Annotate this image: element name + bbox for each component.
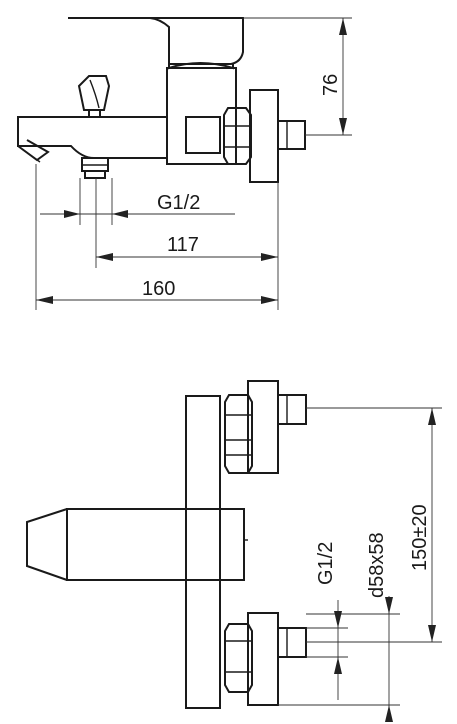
arrow — [64, 210, 80, 218]
arrow — [428, 625, 436, 642]
dim-label-160: 160 — [142, 278, 175, 300]
side-spout-end — [26, 508, 68, 581]
arrow — [385, 597, 393, 614]
dim-label-g12: G1/2 — [157, 192, 200, 214]
arrow — [334, 657, 342, 674]
upper-inlet-stub — [277, 394, 307, 425]
arrow — [428, 408, 436, 425]
side-view-dimensions: 150±20 d58x58 G1/2 — [278, 407, 442, 722]
dim-label-150: 150±20 — [409, 504, 431, 571]
arrow — [96, 253, 113, 261]
dim-label-g12-side: G1/2 — [315, 542, 337, 585]
shower-outlet-thread — [84, 170, 106, 179]
faucet-side-view — [26, 380, 307, 709]
upper-flange — [247, 380, 279, 474]
dim-label-d58x58: d58x58 — [366, 532, 388, 598]
front-view-dimensions: G1/2 117 160 76 — [35, 17, 352, 310]
arrow — [261, 296, 278, 304]
arrow — [36, 296, 53, 304]
lower-inlet-stub — [277, 627, 307, 658]
connection-block — [185, 116, 221, 154]
spout — [17, 116, 167, 159]
faucet-front-view — [17, 17, 306, 183]
dim-label-76: 76 — [320, 74, 342, 96]
diverter-knob — [77, 75, 111, 111]
side-body-block — [66, 508, 245, 581]
diverter-stem — [88, 109, 101, 118]
arrow — [339, 118, 347, 135]
arrow — [112, 210, 128, 218]
dim-label-117: 117 — [167, 234, 199, 256]
side-handle — [185, 395, 221, 709]
inlet-stub — [277, 120, 306, 150]
wall-flange — [249, 89, 279, 183]
arrow — [339, 18, 347, 35]
aerator-line — [21, 148, 41, 163]
hex-nut — [223, 107, 252, 165]
arrow — [385, 705, 393, 722]
arrow — [261, 253, 278, 261]
lever-handle — [68, 17, 244, 65]
diverter-knob-detail — [89, 79, 100, 109]
arrow — [334, 611, 342, 628]
lower-flange — [247, 612, 279, 706]
